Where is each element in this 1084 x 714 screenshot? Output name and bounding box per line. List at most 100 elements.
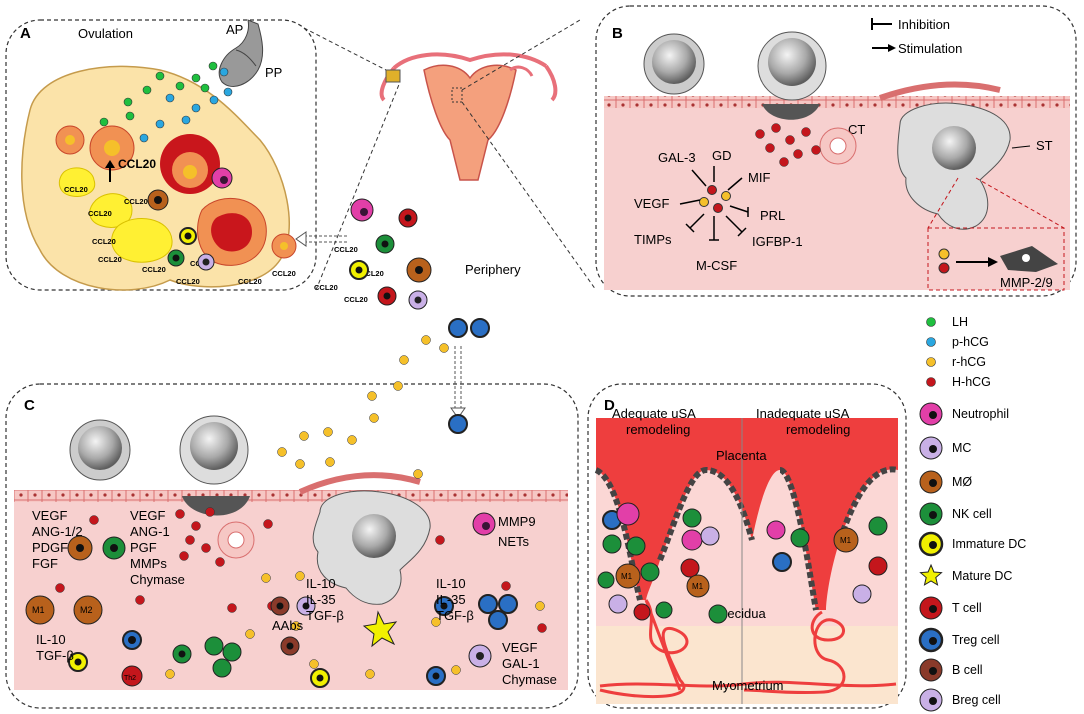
mmp29-label: MMP-2/9 <box>1000 275 1053 290</box>
spiral-artery-unremodeled <box>743 610 846 695</box>
blastocyst-implanting <box>757 31 827 120</box>
trophoblast-lining <box>594 466 899 611</box>
svg-text:VEGF: VEGF <box>32 508 67 523</box>
rhcg-dots-c <box>105 335 545 679</box>
svg-text:IL-10: IL-10 <box>436 576 466 591</box>
gal3-label: GAL-3 <box>658 150 696 165</box>
nets-label: NETs <box>498 534 530 549</box>
inhibition-label: Inhibition <box>898 17 950 32</box>
timps-label: TIMPs <box>634 232 672 247</box>
decidua-label: Decidua <box>718 606 766 621</box>
peripheral-cells <box>349 198 432 310</box>
legend-item: LH <box>926 315 968 329</box>
mature-dc-star-icon <box>919 563 943 586</box>
ovulation-title: Ovulation <box>78 26 133 41</box>
legend-label: Treg cell <box>952 633 999 647</box>
treg-cell-icon <box>448 318 468 338</box>
st-label: ST <box>1036 138 1053 153</box>
ccl20-label: CCL20 <box>64 185 88 194</box>
legend-label: NK cell <box>952 507 992 521</box>
gd-label: GD <box>712 148 732 163</box>
migration-arrow <box>305 235 347 243</box>
hhcg-dots-b <box>755 123 821 167</box>
ccl20-label: CCL20 <box>344 295 368 304</box>
il10-group-mid: IL-10 IL-35 TGF-β <box>306 576 344 623</box>
legend-label: Immature DC <box>952 537 1026 551</box>
green-dot <box>926 317 936 327</box>
m1-label: M1 <box>32 605 45 615</box>
svg-text:TGF-β: TGF-β <box>436 608 474 623</box>
legend-label: T cell <box>952 601 982 615</box>
ccl20-label: CCL20 <box>142 265 166 274</box>
svg-text:GAL-1: GAL-1 <box>502 656 540 671</box>
legend-item: Mature DC <box>919 563 1012 586</box>
legend-label: Mature DC <box>952 569 1012 583</box>
panel-c-epithelium <box>14 490 568 502</box>
il10-group-right: IL-10 IL-35 TGF-β <box>436 576 474 623</box>
svg-text:IL-35: IL-35 <box>306 592 336 607</box>
legend-item: B cell <box>919 658 983 682</box>
inadequate-label-1: Inadequate uSA <box>756 406 850 421</box>
svg-text:Chymase: Chymase <box>130 572 185 587</box>
svg-text:TGF-β: TGF-β <box>36 648 74 663</box>
panel-d: D Adequate uSA remodeling Inadequate uSA… <box>587 383 907 709</box>
svg-text:IL-10: IL-10 <box>306 576 336 591</box>
vegf-group-left: VEGF ANG-1/2 PDGF FGF <box>32 508 83 571</box>
m1-label-d: M1 <box>692 582 704 591</box>
ccl20-label: CCL20 <box>124 197 148 206</box>
myometrium-label: Myometrium <box>712 678 784 693</box>
ccl20-label: CCL20 <box>238 277 262 286</box>
legend-label: LH <box>952 315 968 329</box>
blue-dot <box>926 337 936 347</box>
m1-label-d: M1 <box>840 536 852 545</box>
phcg-dots <box>139 67 233 143</box>
mmp-zoom-box <box>927 227 1065 291</box>
panel-c-letter: C <box>24 397 35 414</box>
legend-label: Neutrophil <box>952 407 1009 421</box>
svg-text:IL-10: IL-10 <box>36 632 66 647</box>
ccl20-label: CCL20 <box>314 283 338 292</box>
periphery-label: Periphery <box>465 262 521 277</box>
legend-label: p-hCG <box>952 335 989 349</box>
legend-label: H-hCG <box>952 375 991 389</box>
ccl20-label: CCL20 <box>272 269 296 278</box>
red-dot <box>926 377 936 387</box>
panel-b-letter: B <box>612 25 623 42</box>
ccl20-label: CCL20 <box>98 255 122 264</box>
ct-label: CT <box>848 122 865 137</box>
ccl20-label: CCL20 <box>176 277 200 286</box>
zoom-connector-lines <box>303 19 597 291</box>
spiral-artery-remodeled <box>599 599 689 699</box>
svg-text:VEGF: VEGF <box>502 640 537 655</box>
panel-c-stroma <box>14 498 568 690</box>
panel-c: C VEGF ANG-1/2 PDGF FGF VEGF ANG-1 PGF <box>5 318 579 709</box>
legend-item: Treg cell <box>918 627 999 653</box>
legend-item: MC <box>919 436 971 460</box>
m1-label-d: M1 <box>621 572 633 581</box>
svg-text:IL-35: IL-35 <box>436 592 466 607</box>
legend-item: r-hCG <box>926 355 986 369</box>
pituitary-icon <box>218 19 264 87</box>
panel-b: B Inhibition Stimulation CT ST GAL-3 <box>595 5 1077 297</box>
svg-text:ANG-1: ANG-1 <box>130 524 170 539</box>
treg-migration-arrow <box>454 346 462 410</box>
panel-d-letter: D <box>604 397 615 414</box>
placenta-label: Placenta <box>716 448 767 463</box>
legend-item: MØ <box>919 470 972 494</box>
treg-cell-icon <box>448 414 468 434</box>
corpus-luteum-blobs <box>58 167 173 263</box>
ccl20-label: CCL20 <box>92 237 116 246</box>
adequate-label-2: remodeling <box>626 422 690 437</box>
svg-text:MMPs: MMPs <box>130 556 167 571</box>
vegf-gal-group: VEGF GAL-1 Chymase <box>502 640 557 687</box>
ovary-cells <box>147 167 233 271</box>
lh-dots <box>99 61 218 127</box>
pituitary-ap-label: AP <box>226 22 243 37</box>
center-hcg-cluster <box>699 185 731 213</box>
legend-label: MØ <box>952 475 972 489</box>
blastocyst-1 <box>643 33 705 95</box>
svg-text:Chymase: Chymase <box>502 672 557 687</box>
inhibition-symbol <box>871 18 892 30</box>
legend-label: r-hCG <box>952 355 986 369</box>
